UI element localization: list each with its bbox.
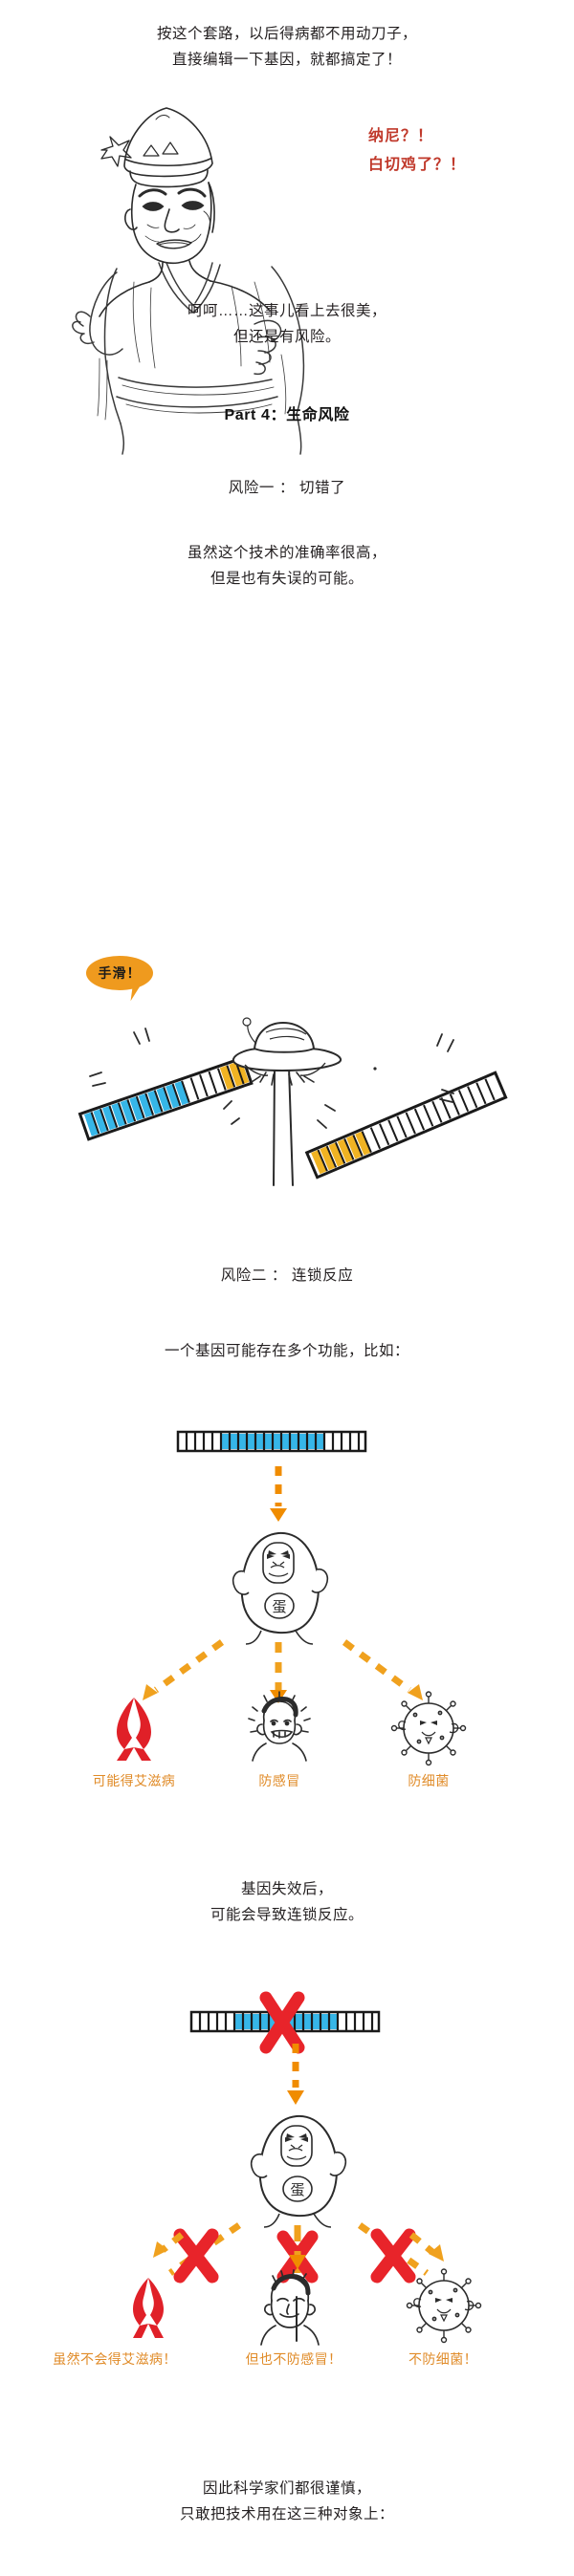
- outcome-label-0: 可能得艾滋病: [92, 1773, 176, 1788]
- shout-line-2: 白切鸡了？！: [368, 157, 467, 174]
- outcome-icon-aids-ribbon-2: [121, 2275, 176, 2340]
- ufo-cutting-dna-illustration: [10, 994, 564, 1186]
- official-robe-illustration: [67, 262, 383, 455]
- red-x-mark-strand: [259, 1991, 305, 2054]
- outcome-icon-aids-ribbon-1: [103, 1694, 165, 1763]
- slip-of-hand-bubble: 手滑！: [86, 956, 153, 1003]
- gene-failure-text: 基因失效后， 可能会导致连锁反应。: [0, 1876, 574, 1928]
- protein-character: 蛋: [232, 1531, 329, 1645]
- broken-diagram-arrowheads: [0, 2227, 574, 2313]
- outcome-icon-sick-face-2: [251, 2269, 329, 2346]
- broken-outcome-label-1: 但也不防感冒！: [245, 2351, 342, 2367]
- after-character-line-2: 但还是有风险。: [232, 329, 341, 346]
- intro-line-2: 直接编辑一下基因，就都搞定了！: [171, 52, 402, 69]
- outcome-icon-sick-face-1: [241, 1691, 318, 1764]
- after-character-line-1: 呵呵……这事儿看上去很美，: [187, 303, 386, 319]
- risk2-lead: 一个基因可能存在多个功能，比如：: [0, 1338, 574, 1364]
- broken-outcome-label-2: 不防细菌！: [408, 2351, 477, 2367]
- risk2-lead-line: 一个基因可能存在多个功能，比如：: [164, 1343, 409, 1359]
- gene-failure-line-2: 可能会导致连锁反应。: [210, 1907, 364, 1924]
- risk1-line-2: 但是也有失误的可能。: [210, 571, 364, 588]
- red-x-mark-left: [173, 2228, 219, 2284]
- broken-gene-diagram: 蛋: [0, 1969, 574, 2284]
- ancient-official-illustration: [67, 91, 383, 317]
- intro-text: 按这个套路，以后得病都不用动刀子， 直接编辑一下基因，就都搞定了！: [0, 21, 574, 73]
- risk2-title: 风险二 ： 连锁反应: [220, 1267, 354, 1284]
- closing-line-2: 只敢把技术用在这三种对象上：: [179, 2506, 394, 2523]
- bubble-label: 手滑！: [98, 965, 142, 981]
- red-x-mark-right: [370, 2228, 416, 2284]
- intro-line-1: 按这个套路，以后得病都不用动刀子，: [156, 26, 417, 42]
- outcome-label-2: 防细菌: [408, 1773, 450, 1788]
- outcome-label-1: 防感冒: [258, 1773, 300, 1788]
- part4-heading: Part 4：生命风险: [224, 407, 350, 423]
- risk1-body: 虽然这个技术的准确率很高， 但是也有失误的可能。: [0, 540, 574, 592]
- shout-text: 纳尼？！ 白切鸡了？！: [368, 122, 466, 181]
- outcome-icon-virus-1: [390, 1691, 467, 1766]
- shout-line-1: 纳尼？！: [368, 128, 434, 144]
- risk1-title: 风险一 ： 切错了: [228, 480, 346, 496]
- closing-text: 因此科学家们都很谨慎， 只敢把技术用在这三种对象上：: [0, 2476, 574, 2527]
- gene-failure-line-1: 基因失效后，: [240, 1881, 333, 1897]
- outcome-icon-virus-2: [406, 2267, 482, 2344]
- after-character-text: 呵呵……这事儿看上去很美， 但还是有风险。: [0, 298, 574, 350]
- risk1-line-1: 虽然这个技术的准确率很高，: [187, 545, 386, 561]
- gene-function-diagram: 蛋: [0, 1415, 574, 1703]
- closing-line-1: 因此科学家们都很谨慎，: [202, 2480, 371, 2497]
- broken-outcome-label-0: 虽然不会得艾滋病！: [53, 2351, 177, 2367]
- svg-text:蛋: 蛋: [272, 1599, 286, 1615]
- svg-text:蛋: 蛋: [290, 2182, 304, 2198]
